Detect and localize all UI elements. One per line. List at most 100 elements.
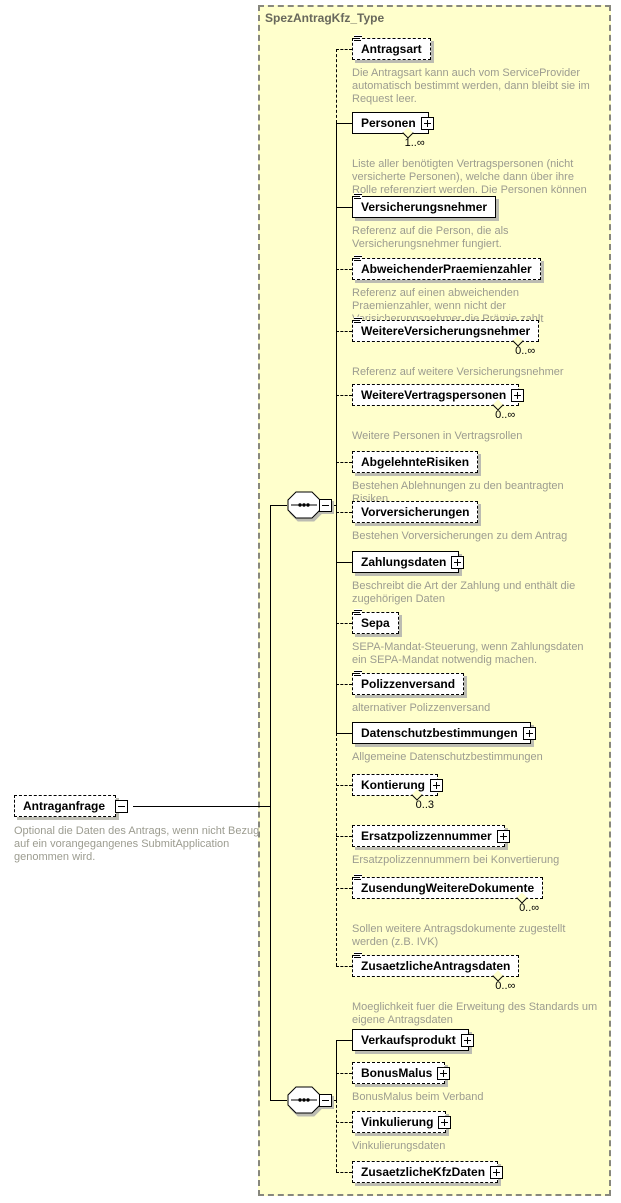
element-node: ZusaetzlicheKfzDaten: [352, 1161, 604, 1183]
expand-plus-icon[interactable]: [438, 1115, 452, 1129]
element-box[interactable]: BonusMalus: [352, 1062, 451, 1084]
connector-line: [336, 123, 337, 733]
expand-plus-icon[interactable]: [522, 726, 536, 740]
element-box[interactable]: Personen: [352, 112, 434, 139]
connector-line: [270, 505, 271, 1100]
element-description: Referenz auf weitere Versicherungsnehmer: [352, 366, 564, 378]
attributes-icon: [354, 193, 362, 200]
element-box[interactable]: AbgelehnteRisiken: [352, 451, 479, 473]
element-box[interactable]: ZusaetzlicheAntragsdaten: [352, 952, 521, 982]
complextype-title: SpezAntragKfz_Type: [265, 11, 385, 25]
element-description: Optional die Daten des Antrags, wenn nic…: [14, 825, 260, 863]
element-box[interactable]: ZusendungWeitereDokumente: [352, 874, 545, 904]
connector-line: [336, 684, 352, 685]
connector-line: [336, 462, 352, 463]
element-description: Ersatzpolizzennummern bei Konvertierung: [352, 854, 560, 866]
element-box[interactable]: Verkaufsprodukt: [352, 1029, 474, 1051]
element-node: WeitereVersicherungsnehmer 0..∞ Referenz a…: [352, 317, 604, 379]
connector-line: [270, 505, 287, 506]
expand-plus-icon[interactable]: [420, 116, 434, 130]
element-box[interactable]: Sepa: [352, 609, 399, 634]
connector-line: [336, 49, 352, 50]
connector-line: [336, 1040, 337, 1100]
element-name: Vinkulierung: [361, 1115, 434, 1129]
attributes-icon: [354, 670, 362, 677]
expand-plus-icon[interactable]: [496, 829, 510, 843]
connector-line: [336, 1100, 337, 1172]
element-name: Zahlungsdaten: [361, 555, 447, 569]
connector-line: [336, 733, 352, 734]
occurs-label: 0..∞: [495, 409, 516, 421]
element-name: Vorversicherungen: [361, 505, 470, 519]
occurs-label: 0..∞: [515, 345, 536, 357]
element-description: alternativer Polizzenversand: [352, 702, 491, 714]
element-box[interactable]: WeitereVertragspersonen: [352, 384, 525, 411]
collapse-minus-icon[interactable]: [115, 800, 129, 813]
connector-line: [336, 395, 352, 396]
occurs-label: 1..∞: [404, 137, 425, 149]
element-name: Kontierung: [361, 778, 425, 792]
element-description: Beschreibt die Art der Zahlung und enthä…: [352, 580, 576, 605]
connector-line: [336, 1122, 352, 1123]
element-box[interactable]: AbweichenderPraemienzahler: [352, 255, 541, 280]
element-name: Versicherungsnehmer: [361, 200, 488, 214]
connector-line: [336, 1073, 352, 1074]
expand-plus-icon[interactable]: [511, 388, 525, 402]
element-name: Polizzenversand: [361, 677, 456, 691]
connector-line: [133, 806, 270, 807]
occurs-label: 0..∞: [495, 980, 516, 992]
element-box[interactable]: Zahlungsdaten: [352, 551, 465, 573]
element-description: BonusMalus beim Verband: [352, 1091, 484, 1103]
element-name: Sepa: [361, 616, 390, 630]
occurs-label: 0..3: [415, 799, 434, 811]
element-description: SEPA-Mandat-Steuerung, wenn Zahlungsdate…: [352, 641, 584, 666]
element-description: Referenz auf die Person, die als Versich…: [352, 225, 509, 250]
element-node: Kontierung 0..3: [352, 774, 604, 813]
sequence-icon: [287, 1086, 321, 1114]
expand-plus-icon[interactable]: [437, 1066, 451, 1080]
connector-line: [332, 505, 336, 506]
collapse-minus-icon[interactable]: [319, 499, 332, 512]
expand-plus-icon[interactable]: [451, 555, 465, 569]
element-box[interactable]: WeitereVersicherungsnehmer: [352, 317, 541, 347]
connector-line: [336, 562, 352, 563]
connector-line: [336, 512, 352, 513]
element-box[interactable]: Polizzenversand: [352, 670, 465, 695]
element-box[interactable]: Vinkulierung: [352, 1111, 452, 1133]
element-name: Antragsart: [361, 42, 422, 56]
connector-line: [336, 888, 352, 889]
element-box[interactable]: Antraganfrage: [14, 795, 129, 817]
element-node: Polizzenversand alternativer Polizzenvers…: [352, 670, 604, 715]
element-box[interactable]: Ersatzpolizzennummer: [352, 825, 510, 847]
element-box[interactable]: Antragsart: [352, 35, 431, 60]
expand-plus-icon[interactable]: [490, 1165, 504, 1179]
element-box[interactable]: Datenschutzbestimmungen: [352, 722, 536, 744]
element-box[interactable]: Kontierung: [352, 774, 443, 801]
collapse-minus-icon[interactable]: [319, 1094, 332, 1107]
connector-line: [336, 966, 352, 967]
sequence-icon: [287, 491, 321, 519]
expand-plus-icon[interactable]: [430, 778, 443, 792]
element-name: Antraganfrage: [23, 799, 106, 813]
element-name: WeitereVersicherungsnehmer: [361, 324, 531, 338]
element-node-root: Antraganfrage: [14, 795, 274, 817]
element-box[interactable]: ZusaetzlicheKfzDaten: [352, 1161, 504, 1183]
element-box[interactable]: Versicherungsnehmer: [352, 193, 497, 218]
connector-line: [336, 836, 352, 837]
expand-plus-icon[interactable]: [460, 1033, 474, 1047]
element-name: Datenschutzbestimmungen: [361, 726, 518, 740]
element-description: Weitere Personen in Vertragsrollen: [352, 430, 523, 442]
element-description: Sollen weitere Antragsdokumente zugestel…: [352, 923, 566, 948]
element-box[interactable]: Vorversicherungen: [352, 501, 479, 523]
